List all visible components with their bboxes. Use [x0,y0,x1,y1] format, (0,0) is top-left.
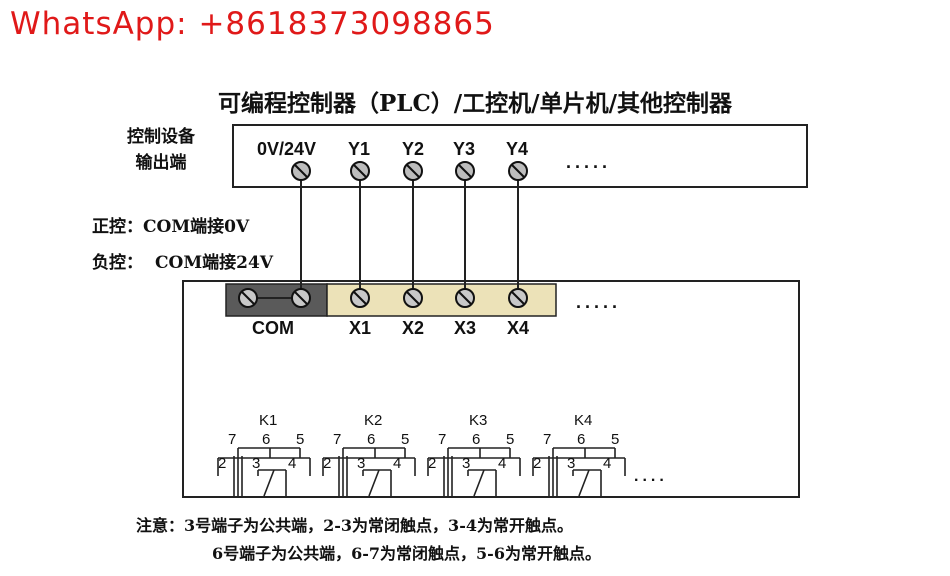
controller-label-line2: 输出端 [135,153,187,173]
diagram-title: 可编程控制器（PLC）/工控机/单片机/其他控制器 [218,90,732,117]
screw-icon [455,161,475,181]
relay-pin-label: 5 [296,431,305,448]
relay-pin-label: 7 [543,431,552,448]
screw-icon [403,288,423,308]
controller-more-dots: ..... [566,152,612,172]
positive-control-text: COM端接0V [143,217,250,237]
relay-pin-label: 3 [567,455,576,472]
module-screws [238,288,528,308]
terminal-y4-label: Y4 [506,139,529,159]
module-x1-label: X1 [349,318,372,338]
screw-icon [350,288,370,308]
negative-control-note: 负控： COM端接24V [92,248,273,273]
terminal-y2-label: Y2 [402,139,425,159]
relay-pin-label: 4 [288,455,297,472]
relay-name-label: K2 [364,412,383,429]
screw-icon [508,161,528,181]
relay-name-label: K1 [259,412,278,429]
relay-name-label: K4 [574,412,593,429]
relay-pin-label: 6 [472,431,481,448]
whatsapp-watermark: WhatsApp: +8618373098865 [10,6,495,42]
screw-icon [238,288,258,308]
relay-pin-label: 6 [262,431,271,448]
relay-pin-label: 2 [533,455,542,472]
relay-pin-label: 2 [428,455,437,472]
relay-pin-label: 6 [577,431,586,448]
relay-pin-label: 5 [401,431,410,448]
note-prefix: 注意： [136,516,185,535]
relay-pin-label: 3 [462,455,471,472]
module-more-dots: ..... [576,292,622,312]
controller-label-line1: 控制设备 [127,127,195,147]
relay-pin-label: 7 [333,431,342,448]
screw-icon [291,288,311,308]
module-x3-label: X3 [454,318,477,338]
connection-wires [248,172,519,299]
relays-more-dots: .... [634,468,668,485]
relay-k1 [217,447,311,497]
screw-icon [291,161,311,181]
relay-pin-label: 6 [367,431,376,448]
relay-pin-label: 4 [603,455,612,472]
terminal-0v24v-label: 0V/24V [257,139,317,159]
controller-screws [291,161,528,181]
module-com-label: COM [252,318,294,338]
relay-pin-label: 2 [323,455,332,472]
relay-group [217,447,626,497]
relay-pin-label: 2 [218,455,227,472]
negative-control-prefix: 负控： [92,253,143,273]
screw-icon [455,288,475,308]
screw-icon [350,161,370,181]
screw-icon [403,161,423,181]
positive-control-note: 正控：COM端接0V [92,212,249,237]
relay-pin-label: 7 [438,431,447,448]
relay-k4 [532,447,626,497]
relay-k3 [427,447,521,497]
relay-pin-label: 5 [506,431,515,448]
relay-pin-label: 3 [357,455,366,472]
negative-control-text: COM端接24V [155,253,274,273]
module-x2-label: X2 [402,318,425,338]
relay-k2 [322,447,416,497]
module-x4-label: X4 [507,318,530,338]
note-line-1: 注意：3号端子为公共端，2-3为常闭触点，3-4为常开触点。 [136,512,573,536]
terminal-y1-label: Y1 [348,139,371,159]
relay-pin-label: 7 [228,431,237,448]
relay-pin-label: 5 [611,431,620,448]
terminal-y3-label: Y3 [453,139,476,159]
note-text-1: 3号端子为公共端，2-3为常闭触点，3-4为常开触点。 [184,516,573,535]
relay-pin-label: 3 [252,455,261,472]
relay-name-label: K3 [469,412,488,429]
controller-output-label: 控制设备 输出端 [96,124,226,176]
positive-control-prefix: 正控： [92,217,143,237]
screw-icon [508,288,528,308]
relay-pin-label: 4 [498,455,507,472]
note-line-2: 6号端子为公共端，6-7为常闭触点，5-6为常开触点。 [212,544,601,563]
relay-pin-label: 4 [393,455,402,472]
